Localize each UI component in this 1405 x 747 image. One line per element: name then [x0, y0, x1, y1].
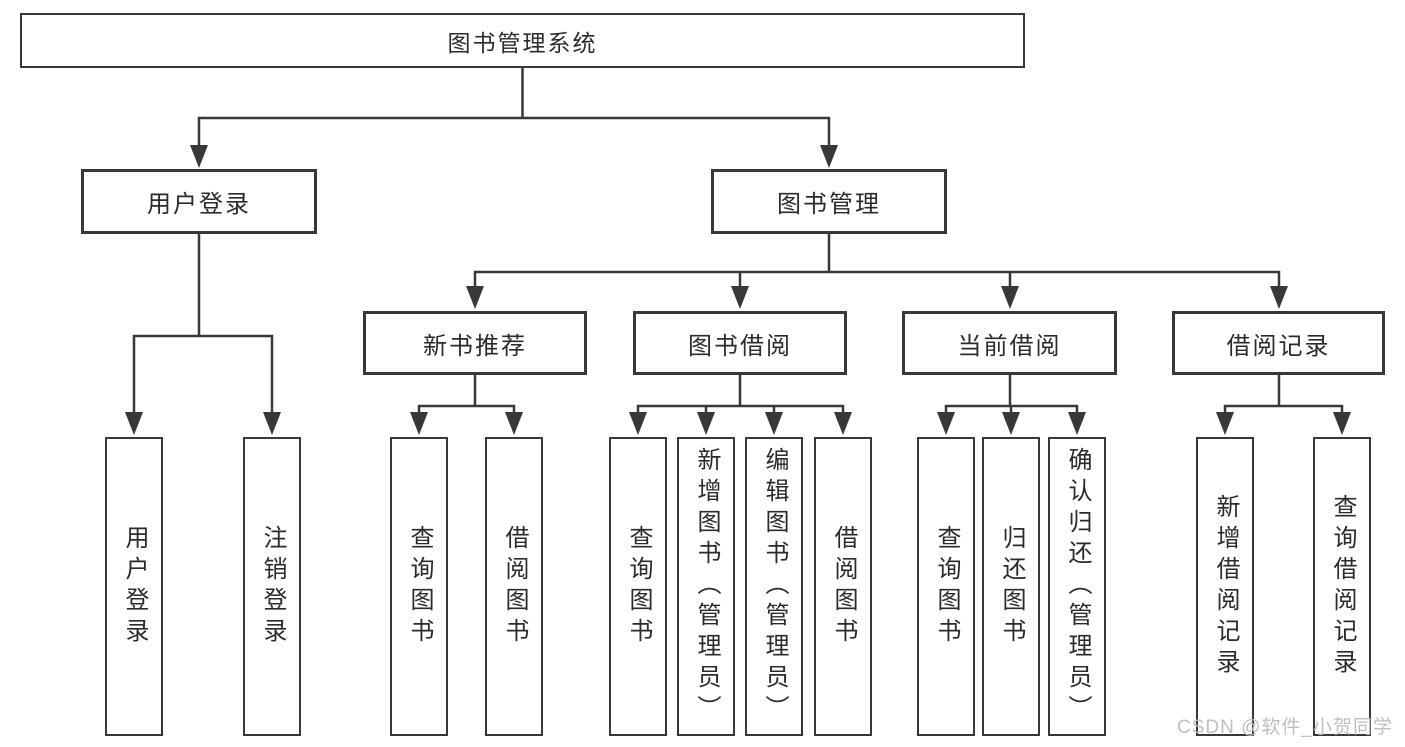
node-user-login: 用户登录: [81, 169, 317, 234]
connector-newbook-to-leaves: [417, 375, 516, 416]
arrowhead: [125, 412, 143, 435]
connector-borrow-to-leaves: [636, 375, 845, 416]
node-label: 借阅记录: [1226, 332, 1331, 360]
leaf-query-books: 查询图书: [390, 437, 448, 736]
node-label: 图书借阅: [688, 332, 792, 360]
arrowhead: [1333, 412, 1351, 435]
arrowhead: [190, 145, 208, 168]
arrowhead: [629, 412, 647, 435]
leaf-return-books: 归还图书: [982, 437, 1040, 736]
node-label: 查询图书: [406, 524, 433, 649]
node-label: 图书管理: [777, 191, 881, 218]
node-label: 借阅图书: [501, 524, 528, 649]
node-label: 确认归还（管理员）: [1064, 447, 1091, 726]
arrowhead: [466, 286, 484, 309]
arrowhead: [820, 145, 838, 168]
arrowheads: [125, 145, 1351, 435]
leaf-user-login: 用户登录: [105, 437, 163, 736]
arrowhead: [1270, 286, 1288, 309]
node-label: 归还图书: [998, 524, 1025, 649]
node-label: 用户登录: [147, 191, 251, 218]
node-borrow-records: 借阅记录: [1172, 311, 1385, 375]
arrowhead: [1002, 412, 1020, 435]
connector-login-to-leaves: [132, 234, 274, 416]
leaf-query-borrow-record: 查询借阅记录: [1313, 437, 1371, 736]
node-label: 查询图书: [625, 524, 652, 649]
node-label: 注销登录: [259, 524, 286, 649]
leaf-query-books: 查询图书: [917, 437, 975, 736]
arrowhead: [1068, 412, 1086, 435]
node-label: 查询图书: [933, 524, 960, 649]
arrowhead: [731, 286, 749, 309]
node-book-borrowing: 图书借阅: [633, 311, 847, 375]
arrowhead: [1216, 412, 1234, 435]
csdn-watermark: CSDN @软件_小贺同学: [1177, 717, 1393, 738]
node-label: 用户登录: [121, 524, 148, 649]
node-book-management: 图书管理: [711, 169, 947, 234]
arrowhead: [765, 412, 783, 435]
node-label: 编辑图书（管理员）: [761, 447, 788, 726]
leaf-confirm-return-admin: 确认归还（管理员）: [1048, 437, 1106, 736]
arrowhead: [834, 412, 852, 435]
arrowhead: [937, 412, 955, 435]
node-label: 当前借阅: [957, 332, 1062, 360]
arrowhead: [697, 412, 715, 435]
leaf-borrow-books: 借阅图书: [485, 437, 543, 736]
leaf-logout: 注销登录: [243, 437, 301, 736]
leaf-add-borrow-record: 新增借阅记录: [1196, 437, 1254, 736]
leaf-borrow-books: 借阅图书: [814, 437, 872, 736]
arrowhead: [263, 412, 281, 435]
arrowhead: [410, 412, 428, 435]
node-label: 新书推荐: [423, 332, 527, 360]
node-library-management-system: 图书管理系统: [20, 13, 1025, 68]
connector-current-to-leaves: [944, 375, 1079, 416]
leaf-edit-books-admin: 编辑图书（管理员）: [745, 437, 803, 736]
node-new-book-recommend: 新书推荐: [363, 311, 587, 375]
node-label: 图书管理系统: [447, 29, 598, 56]
node-label: 借阅图书: [830, 524, 857, 649]
node-label: 新增图书（管理员）: [693, 447, 720, 726]
connector-mgmt-to-level3: [473, 234, 1281, 290]
node-label: 查询借阅记录: [1329, 493, 1356, 680]
arrowhead: [1001, 286, 1019, 309]
leaf-query-books: 查询图书: [609, 437, 667, 736]
leaf-add-books-admin: 新增图书（管理员）: [677, 437, 735, 736]
connector-root-to-level2: [197, 68, 831, 152]
arrowhead: [505, 412, 523, 435]
node-label: 新增借阅记录: [1212, 493, 1239, 680]
connector-records-to-leaves: [1223, 375, 1344, 416]
node-current-borrowing: 当前借阅: [902, 311, 1117, 375]
